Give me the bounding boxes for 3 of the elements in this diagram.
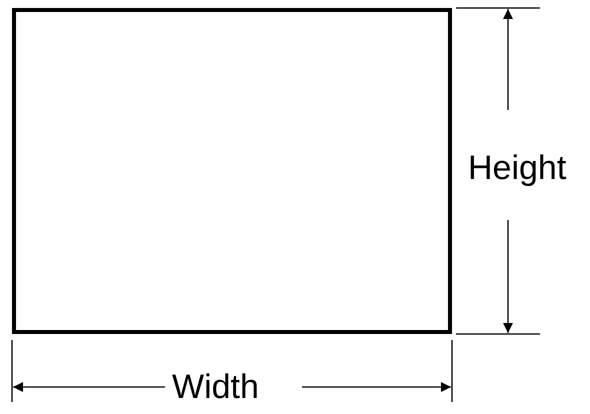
rectangle <box>12 8 452 334</box>
dimension-label: Width <box>172 370 259 404</box>
dimension-label: Height <box>468 151 566 185</box>
